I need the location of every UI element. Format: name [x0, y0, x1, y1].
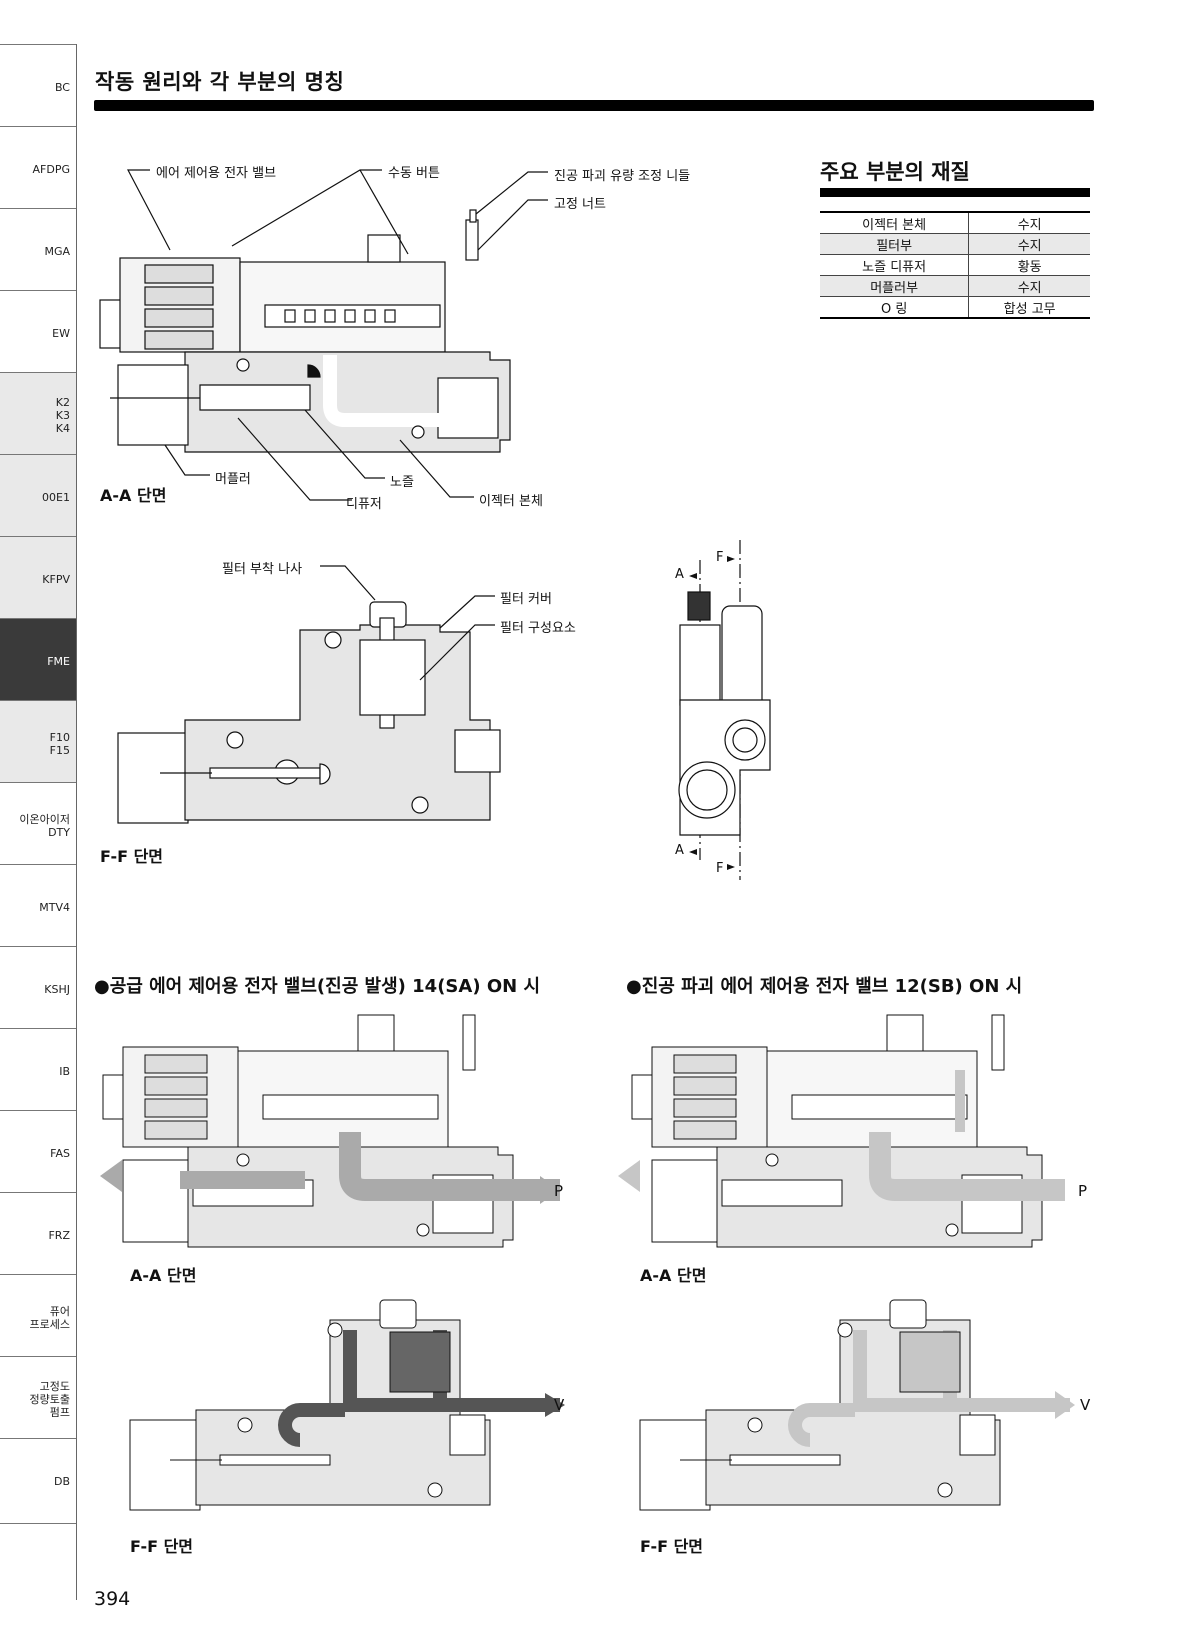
tab-afdpg[interactable]: AFDPG — [0, 126, 76, 212]
tab-fas[interactable]: FAS — [0, 1110, 76, 1196]
label-diffuser: 디퓨저 — [346, 497, 382, 512]
break-ff-label: F-F 단면 — [640, 1537, 704, 1556]
label-ejector-body: 이젝터 본체 — [479, 494, 543, 509]
materials-rule — [820, 188, 1090, 197]
port-p-supply: P — [554, 1182, 564, 1200]
port-v-supply: V — [554, 1396, 565, 1414]
tab-f10-f15[interactable]: F10 F15 — [0, 700, 76, 786]
label-lock-nut: 고정 너트 — [554, 197, 606, 212]
label-manual-button: 수동 버튼 — [388, 166, 440, 181]
side-label-f-top: F — [716, 550, 724, 565]
supply-ff-label: F-F 단면 — [130, 1537, 194, 1556]
side-index: BC AFDPG MGA EW K2 K3 K4 00E1 KFPV FME F… — [0, 44, 77, 1600]
tab-precision-pump[interactable]: 고정도 정량토출 펌프 — [0, 1356, 76, 1442]
label-nozzle: 노즐 — [390, 475, 414, 490]
tab-pure-process[interactable]: 퓨어 프로세스 — [0, 1274, 76, 1360]
tab-k2-k3-k4[interactable]: K2 K3 K4 — [0, 372, 76, 458]
page-title: 작동 원리와 각 부분의 명칭 — [95, 70, 345, 94]
materials-title: 주요 부분의 재질 — [820, 160, 970, 184]
tab-ionizer-dty[interactable]: 이온아이저 DTY — [0, 782, 76, 868]
op-supply-heading: ●공급 에어 제어용 전자 밸브(진공 발생) 14(SA) ON 시 — [94, 976, 541, 997]
label-filter-screw: 필터 부착 나사 — [222, 562, 303, 577]
label-filter-cover: 필터 커버 — [500, 592, 552, 607]
tab-mga[interactable]: MGA — [0, 208, 76, 294]
tab-fme[interactable]: FME — [0, 618, 76, 704]
port-p-break: P — [1078, 1182, 1088, 1200]
port-v-break: V — [1080, 1396, 1091, 1414]
tab-kfpv[interactable]: KFPV — [0, 536, 76, 622]
tab-ib[interactable]: IB — [0, 1028, 76, 1114]
side-label-f-bottom: F — [716, 861, 724, 876]
label-filter-element: 필터 구성요소 — [500, 621, 576, 636]
tab-db[interactable]: DB — [0, 1438, 76, 1524]
label-muffler: 머플러 — [215, 472, 251, 487]
tab-00e1[interactable]: 00E1 — [0, 454, 76, 540]
tab-ew[interactable]: EW — [0, 290, 76, 376]
label-needle: 진공 파괴 유량 조정 니들 — [554, 169, 691, 184]
op-break-heading: ●진공 파괴 에어 제어용 전자 밸브 12(SB) ON 시 — [626, 976, 1023, 997]
side-label-a-bottom: A — [675, 843, 684, 858]
page-number: 394 — [94, 1588, 131, 1610]
tab-kshj[interactable]: KSHJ — [0, 946, 76, 1032]
tab-mtv4[interactable]: MTV4 — [0, 864, 76, 950]
section-aa-label: A-A 단면 — [100, 486, 167, 505]
supply-aa-label: A-A 단면 — [130, 1266, 197, 1285]
label-solenoid-valve: 에어 제어용 전자 밸브 — [156, 166, 277, 181]
tab-frz[interactable]: FRZ — [0, 1192, 76, 1278]
tab-bc[interactable]: BC — [0, 44, 76, 130]
side-label-a-top: A — [675, 567, 684, 582]
title-rule — [94, 100, 1094, 111]
section-ff-label: F-F 단면 — [100, 847, 164, 866]
break-aa-label: A-A 단면 — [640, 1266, 707, 1285]
